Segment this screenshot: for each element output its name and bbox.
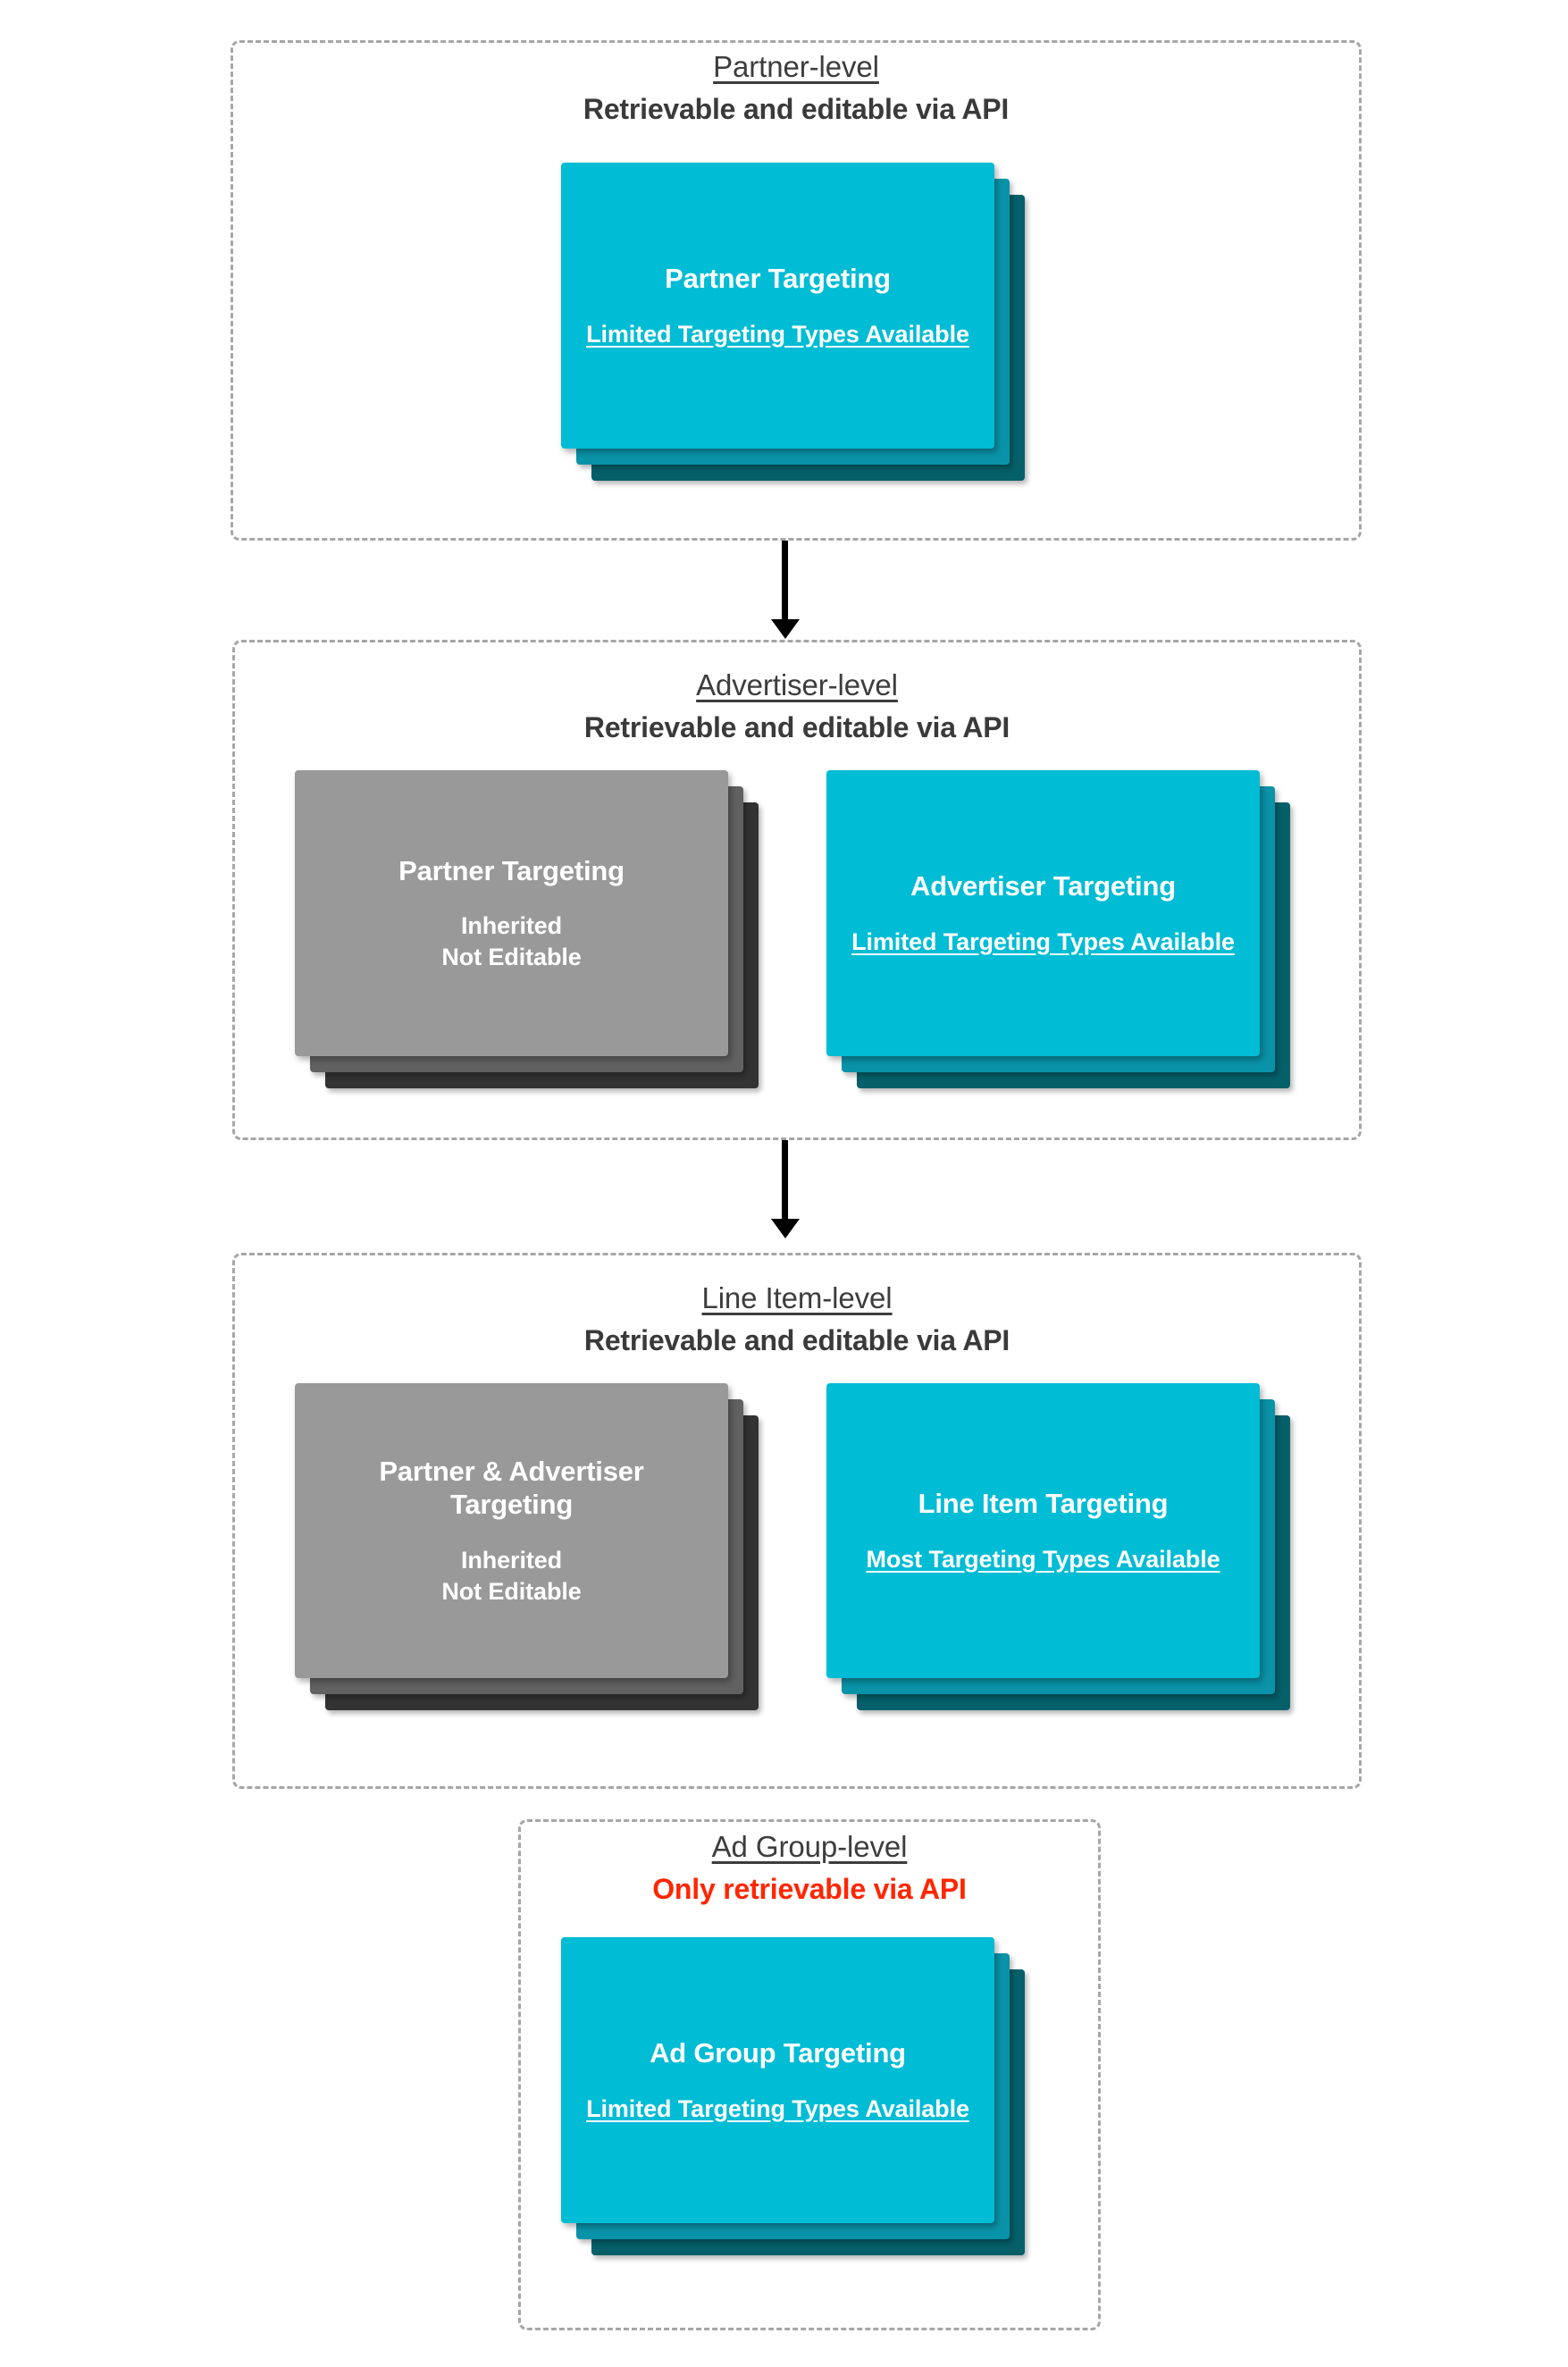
level-api-note-advertiser: Retrievable and editable via API <box>583 711 1010 744</box>
arrow-partner-to-advertiser <box>770 541 800 639</box>
card-title: Partner Targeting <box>398 854 625 886</box>
card-title: Partner & Advertiser Targeting <box>379 1455 644 1521</box>
arrow-head-icon <box>770 619 800 639</box>
card-layer-front: Advertiser Targeting Limited Targeting T… <box>826 770 1260 1056</box>
level-header-line-item: Line Item-level Retrievable and editable… <box>232 1280 1362 1359</box>
card-layer-front: Line Item Targeting Most Targeting Types… <box>826 1383 1260 1678</box>
card-note: Inherited Not Editable <box>441 911 581 972</box>
card-layer-front: Partner Targeting Limited Targeting Type… <box>561 163 994 449</box>
card-title: Line Item Targeting <box>918 1487 1169 1519</box>
card-layer-front: Ad Group Targeting Limited Targeting Typ… <box>561 1937 994 2223</box>
level-header-ad-group: Ad Group-level Only retrievable via API <box>518 1828 1101 1908</box>
level-api-note-line-item: Retrievable and editable via API <box>583 1324 1010 1357</box>
card-title: Ad Group Targeting <box>650 2036 906 2069</box>
arrow-shaft <box>782 1140 788 1224</box>
card-note-line-1: Inherited <box>460 1547 563 1574</box>
level-title-partner: Partner-level <box>713 50 879 83</box>
level-header-partner: Partner-level Retrievable and editable v… <box>231 48 1362 128</box>
level-api-note-partner: Retrievable and editable via API <box>583 93 1010 126</box>
card-layer-front: Partner Targeting Inherited Not Editable <box>295 770 728 1056</box>
card-note: Limited Targeting Types Available <box>851 927 1235 955</box>
card-note: Limited Targeting Types Available <box>586 320 969 348</box>
level-box-line-item <box>232 1253 1362 1789</box>
card-inherited-partner-targeting[interactable]: Partner Targeting Inherited Not Editable <box>295 770 759 1088</box>
card-note-line-1: Inherited <box>460 912 563 940</box>
level-box-ad-group <box>518 1819 1101 2330</box>
level-title-line-item: Line Item-level <box>701 1281 893 1314</box>
card-line-item-targeting[interactable]: Line Item Targeting Most Targeting Types… <box>826 1383 1290 1710</box>
card-ad-group-targeting[interactable]: Ad Group Targeting Limited Targeting Typ… <box>561 1937 1025 2255</box>
card-layer-front: Partner & Advertiser Targeting Inherited… <box>295 1383 728 1678</box>
level-header-advertiser: Advertiser-level Retrievable and editabl… <box>232 667 1362 746</box>
arrow-shaft <box>782 541 788 625</box>
level-title-advertiser: Advertiser-level <box>696 668 898 701</box>
level-title-ad-group: Ad Group-level <box>711 1830 908 1863</box>
card-note: Limited Targeting Types Available <box>586 2094 969 2122</box>
card-note-line-2: Not Editable <box>441 943 582 970</box>
card-title: Advertiser Targeting <box>910 869 1176 902</box>
level-box-advertiser <box>232 640 1362 1140</box>
card-inherited-partner-advertiser-targeting[interactable]: Partner & Advertiser Targeting Inherited… <box>295 1383 759 1710</box>
level-box-partner <box>231 40 1362 541</box>
card-partner-targeting[interactable]: Partner Targeting Limited Targeting Type… <box>561 163 1025 481</box>
card-note-line-2: Not Editable <box>441 1577 582 1605</box>
card-note: Most Targeting Types Available <box>866 1545 1220 1573</box>
card-advertiser-targeting[interactable]: Advertiser Targeting Limited Targeting T… <box>826 770 1290 1088</box>
card-title: Partner Targeting <box>665 262 891 294</box>
arrow-head-icon <box>770 1219 800 1238</box>
arrow-advertiser-to-line-item <box>770 1140 800 1238</box>
level-api-note-ad-group: Only retrievable via API <box>652 1873 967 1906</box>
card-note: Inherited Not Editable <box>441 1545 581 1607</box>
